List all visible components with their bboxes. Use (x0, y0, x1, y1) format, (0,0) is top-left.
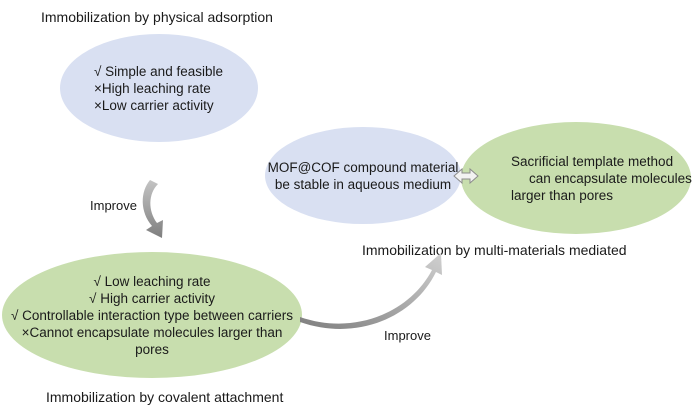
covalent-line-3: √ Controllable interaction type between … (10, 307, 294, 323)
covalent-line-2: √ High carrier activity (89, 290, 215, 306)
improve-label-left: Improve (90, 198, 137, 213)
caption-covalent-attachment: Immobilization by covalent attachment (46, 389, 284, 405)
physical-line-2: ×High leaching rate (94, 80, 211, 96)
mofcof-line-2: be stable in aqueous medium (274, 176, 452, 192)
improve-label-bottom: Improve (384, 328, 431, 343)
physical-line-1: √ Simple and feasible (94, 63, 223, 79)
covalent-attachment-ellipse: √ Low leaching rate √ High carrier activ… (2, 252, 302, 378)
sacrificial-line-2: can encapsulate molecules (529, 170, 692, 186)
sacrificial-template-ellipse: Sacrificial template method can encapsul… (461, 122, 692, 234)
sacrificial-line-1: Sacrificial template method (511, 153, 674, 169)
caption-multi-materials: Immobilization by multi-materials mediat… (362, 242, 627, 258)
covalent-line-5: pores (135, 341, 169, 357)
mofcof-line-1: MOF@COF compound material (267, 159, 459, 175)
physical-adsorption-ellipse: √ Simple and feasible ×High leaching rat… (60, 34, 258, 142)
sacrificial-line-3: larger than pores (511, 187, 614, 203)
covalent-line-1: √ Low leaching rate (93, 273, 211, 289)
physical-line-3: ×Low carrier activity (94, 97, 214, 113)
covalent-line-4: ×Cannot encapsulate molecules larger tha… (21, 324, 283, 340)
double-arrow (453, 167, 479, 185)
improve-arrow-up (300, 253, 442, 329)
mof-cof-ellipse: MOF@COF compound material be stable in a… (265, 127, 461, 224)
caption-physical-adsorption: Immobilization by physical adsorption (41, 9, 273, 25)
improve-arrow-down (142, 180, 163, 238)
